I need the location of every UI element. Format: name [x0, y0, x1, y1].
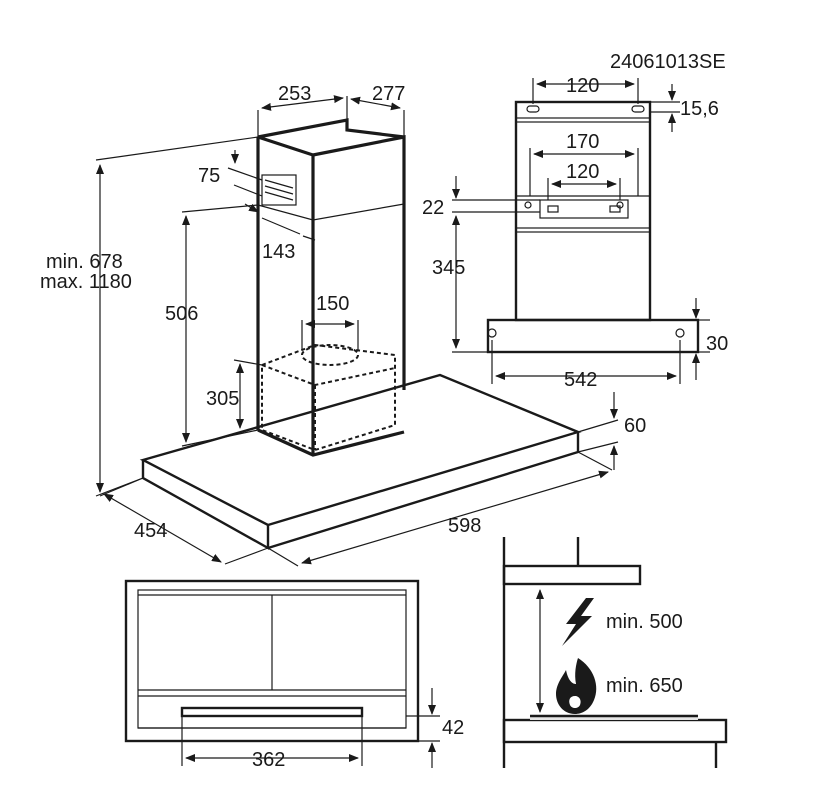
min-gas-label: min. 650: [606, 675, 683, 697]
dim-width-top-front: 253: [278, 83, 311, 105]
dim-top-offset: 15,6: [680, 98, 719, 120]
canopy-hole-right: [675, 328, 685, 338]
filter-box-inner: [261, 364, 396, 450]
installation-view: min. 500 min. 650: [502, 537, 728, 768]
install-hood: [502, 564, 642, 586]
vent-slots: [261, 174, 297, 206]
chimney-base: [257, 428, 405, 457]
install-hob: [502, 718, 728, 744]
dim-width-top-side: 277: [372, 83, 405, 105]
dim-outer-span: 170: [566, 131, 599, 153]
min-electric-label: min. 500: [606, 611, 683, 633]
dim-height-min: min. 678: [46, 251, 123, 273]
bracket-plate: [539, 199, 629, 219]
bracket-hole-left: [524, 201, 532, 209]
main-view: 253 277 75 143 min. 678 max. 1180 506 15…: [40, 83, 646, 567]
top-hole-left: [526, 105, 540, 113]
lightning-icon: [562, 598, 594, 646]
dim-inner-hole-spacing: 120: [566, 161, 599, 183]
top-hole-right: [631, 105, 645, 113]
bracket-canopy: [486, 318, 700, 354]
dim-vent-top: 75: [198, 165, 220, 187]
canopy-hole-left: [487, 328, 497, 338]
bottom-view: 42 362: [124, 579, 464, 771]
flame-icon: [556, 658, 597, 714]
chimney-joint: [257, 203, 405, 221]
dim-canopy-hole-spacing: 542: [564, 369, 597, 391]
grease-filter-strip: [180, 706, 364, 718]
chimney-front-edge: [257, 135, 315, 455]
dim-vent-side: 143: [262, 241, 295, 263]
bracket-view: 120 15,6 170 120 22 345 30: [422, 75, 728, 391]
drawing-code: 24061013SE: [610, 51, 726, 73]
dim-filter-offset: 42: [442, 717, 464, 739]
filter-box: [261, 343, 396, 452]
dim-height-max: max. 1180: [40, 271, 132, 293]
duct-outlet: [301, 344, 359, 366]
chimney-top-back: [257, 118, 405, 139]
chimney-right-edge: [312, 135, 406, 390]
dim-top-hole-spacing: 120: [566, 75, 599, 97]
dim-canopy-thickness: 60: [624, 415, 646, 437]
dim-bracket-to-canopy: 345: [432, 257, 465, 279]
dim-filter-box: 305: [206, 388, 239, 410]
dim-canopy-edge: 30: [706, 333, 728, 355]
dim-duct-diameter: 150: [316, 293, 349, 315]
bottom-outer: [124, 579, 420, 743]
bracket-hole-right: [616, 201, 624, 209]
dim-chimney-lower: 506: [165, 303, 198, 325]
dim-canopy-width: 598: [448, 515, 481, 537]
dim-hole-offset: 22: [422, 197, 444, 219]
dim-canopy-depth: 454: [134, 520, 167, 542]
dim-filter-width: 362: [252, 749, 285, 771]
